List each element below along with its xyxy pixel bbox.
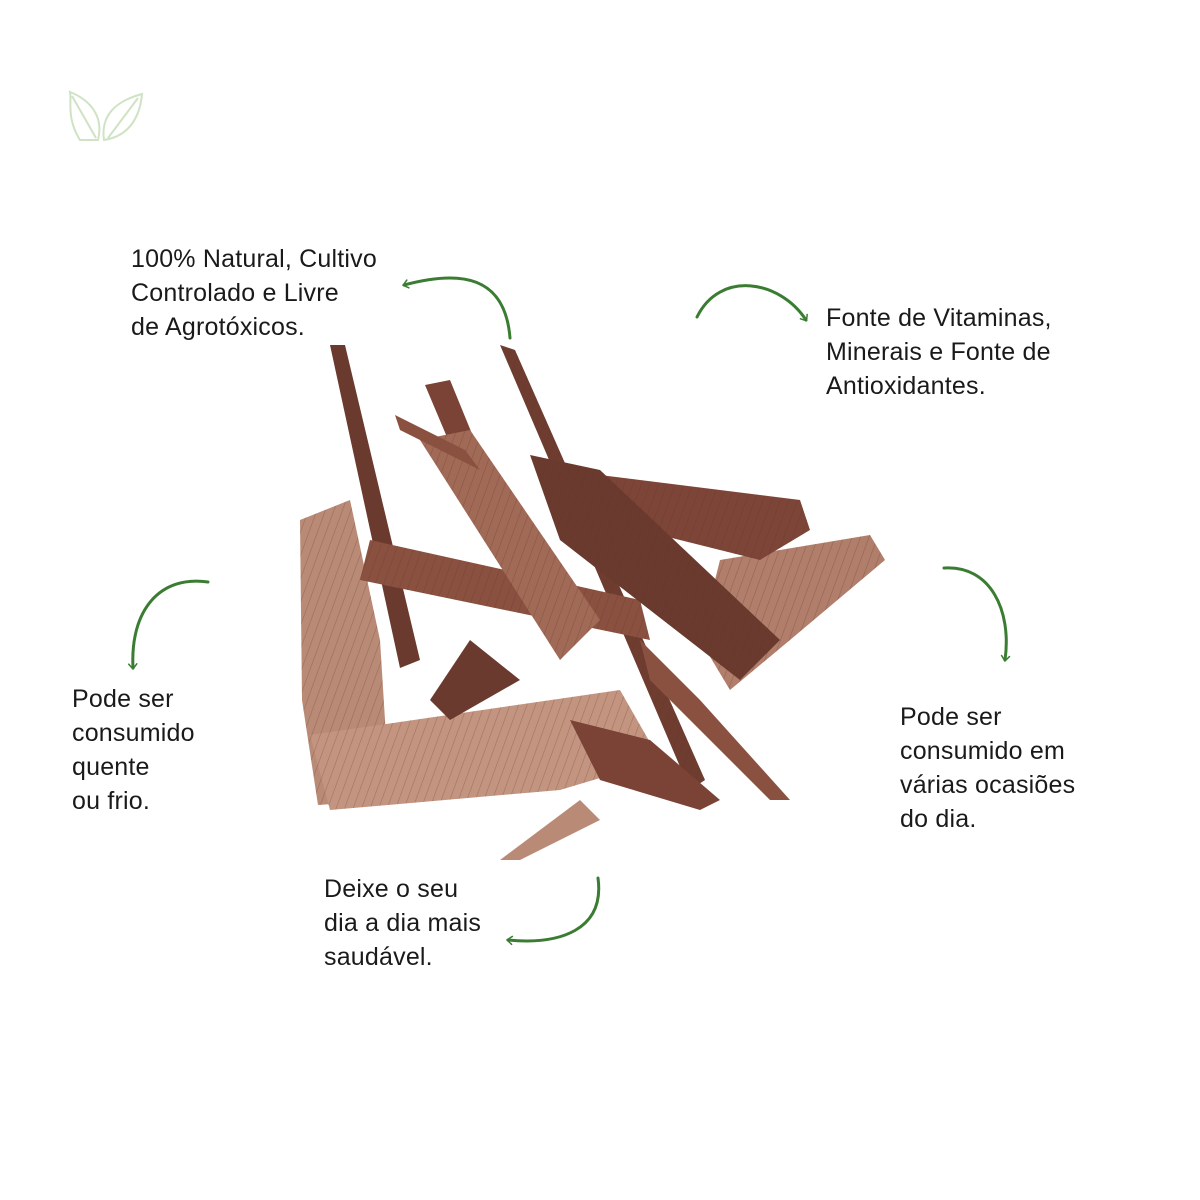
callout-vitamins: Fonte de Vitaminas, Minerais e Fonte de … <box>826 301 1052 403</box>
callout-occasions: Pode ser consumido em várias ocasiões do… <box>900 700 1075 836</box>
callout-line: Controlado e Livre <box>131 279 339 307</box>
curved-arrow-icon <box>942 566 1011 662</box>
curved-arrow-icon <box>695 284 808 322</box>
curved-arrow-icon <box>128 579 210 670</box>
callout-line: 100% Natural, Cultivo <box>131 245 377 273</box>
leaf-outline-icon <box>68 90 144 142</box>
bark-pieces-image <box>300 345 885 860</box>
callout-hot-cold: Pode ser consumido quente ou frio. <box>72 682 195 818</box>
callout-line: Pode ser <box>72 685 174 713</box>
callout-line: Antioxidantes. <box>826 372 986 400</box>
callout-line: quente <box>72 753 150 781</box>
callout-line: Minerais e Fonte de <box>826 338 1051 366</box>
callout-line: Pode ser <box>900 703 1002 731</box>
callout-healthy: Deixe o seu dia a dia mais saudável. <box>324 872 481 974</box>
callout-line: Fonte de Vitaminas, <box>826 304 1052 332</box>
callout-line: dia a dia mais <box>324 909 482 937</box>
callout-line: Deixe o seu <box>324 875 459 903</box>
callout-line: consumido <box>72 719 195 747</box>
curved-arrow-icon <box>402 276 512 340</box>
callout-line: ou frio. <box>72 787 151 815</box>
callout-line: saudável. <box>324 943 433 971</box>
callout-natural: 100% Natural, Cultivo Controlado e Livre… <box>131 242 377 344</box>
callout-line: de Agrotóxicos. <box>131 313 305 341</box>
callout-line: do dia. <box>900 805 977 833</box>
curved-arrow-icon <box>506 876 601 946</box>
callout-line: várias ocasiões <box>900 771 1076 799</box>
callout-line: consumido em <box>900 737 1065 765</box>
